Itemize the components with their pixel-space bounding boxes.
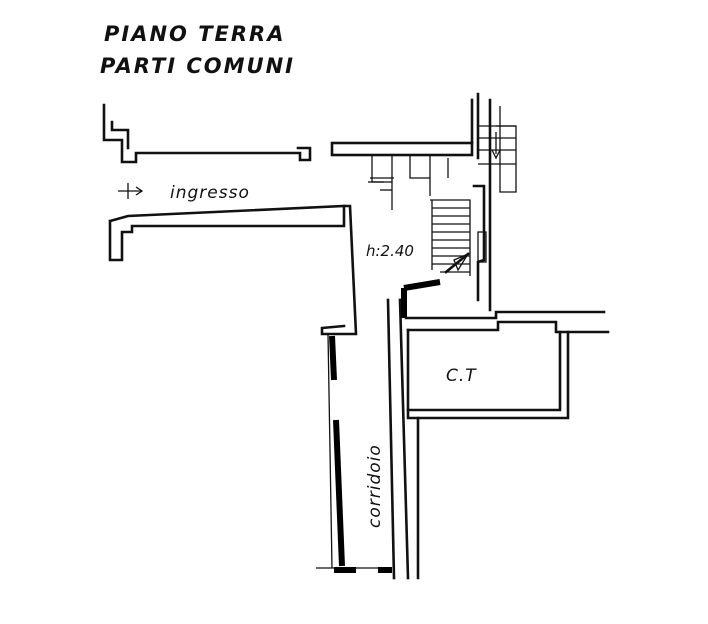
plan-subtitle: PARTI COMUNI: [100, 54, 295, 78]
ingresso-upper-wall: [102, 92, 480, 164]
room-label-corridoio: corridoio: [365, 444, 385, 528]
plan-title: PIANO TERRA: [104, 22, 285, 46]
room-label-ct: C.T: [446, 366, 477, 386]
corridoio-left-wall: [316, 333, 392, 573]
entrance-arrow-icon: [118, 183, 144, 199]
ingresso-lower-wall: [108, 204, 358, 336]
stair-landing-wall: [472, 98, 517, 312]
ct-room-walls: [404, 310, 610, 580]
stair-direction-arrow-icon: [444, 252, 470, 274]
corridoio-right-wall: [386, 279, 441, 580]
staircase: [368, 155, 471, 276]
room-label-ingresso: ingresso: [170, 183, 250, 203]
ceiling-height-note: h:2.40: [366, 242, 414, 260]
